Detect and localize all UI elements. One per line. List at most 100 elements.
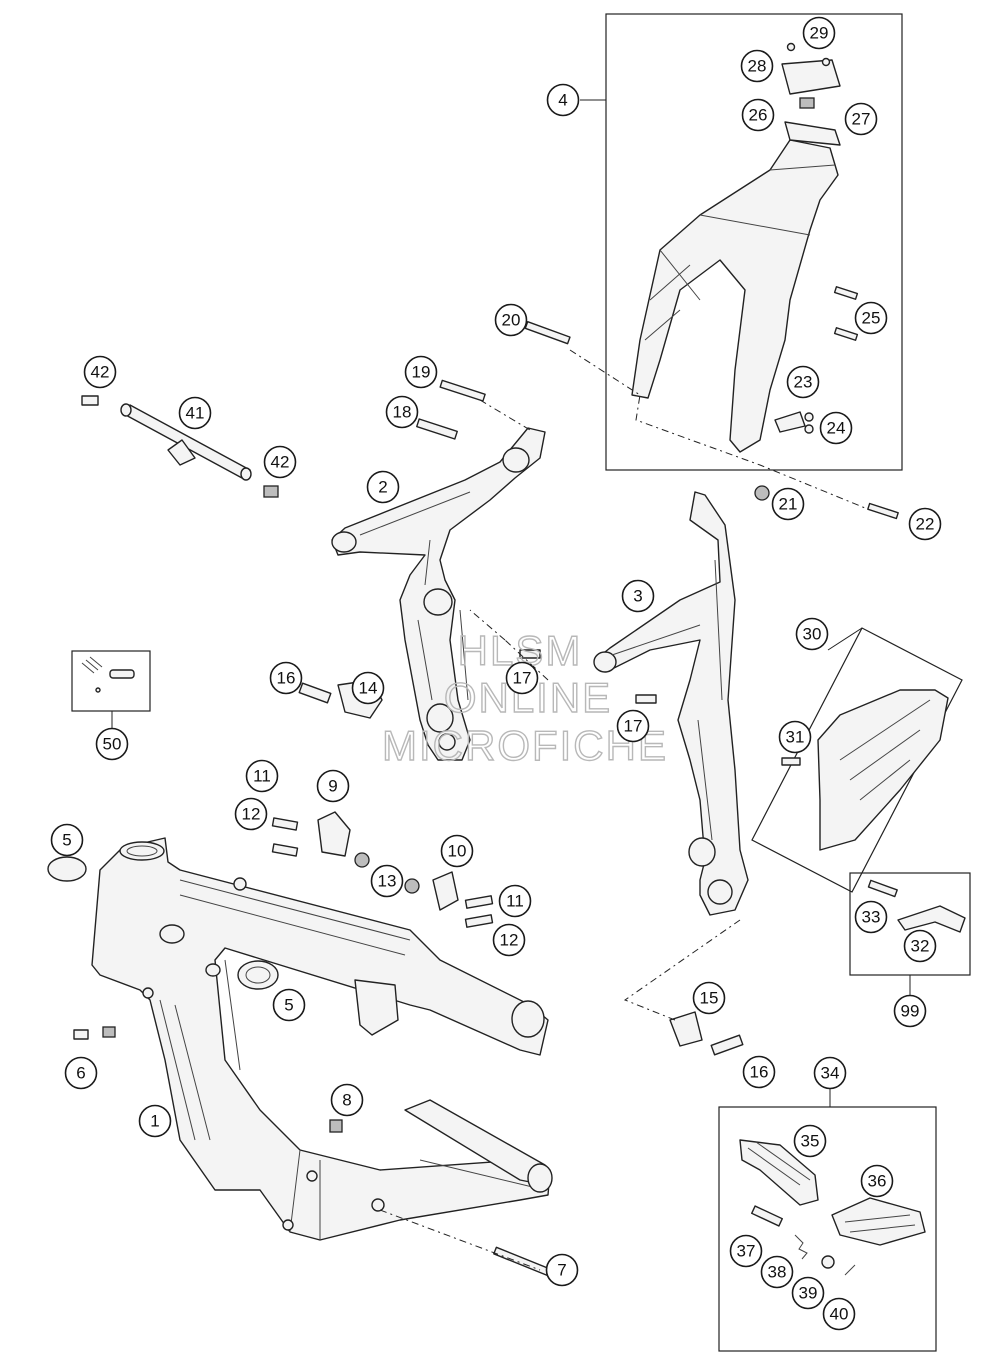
svg-text:42: 42 xyxy=(91,363,110,382)
svg-text:26: 26 xyxy=(749,106,768,125)
svg-text:5: 5 xyxy=(284,996,293,1015)
svg-text:20: 20 xyxy=(502,311,521,330)
callout-8: 8 xyxy=(330,1083,364,1117)
callout-35: 35 xyxy=(793,1124,827,1158)
callout-32: 32 xyxy=(903,929,937,963)
svg-text:38: 38 xyxy=(768,1263,787,1282)
footrests-drawing xyxy=(739,1139,926,1276)
svg-text:2: 2 xyxy=(378,478,387,497)
callout-15: 15 xyxy=(692,981,726,1015)
callout-9: 9 xyxy=(316,769,350,803)
svg-text:11: 11 xyxy=(253,767,271,786)
callout-34: 34 xyxy=(813,1056,847,1090)
frame-guard-drawing xyxy=(817,689,949,851)
callout-37: 37 xyxy=(729,1234,763,1268)
svg-text:29: 29 xyxy=(810,24,829,43)
svg-text:15: 15 xyxy=(700,989,719,1008)
svg-text:35: 35 xyxy=(801,1132,820,1151)
svg-text:14: 14 xyxy=(359,679,378,698)
callout-11b: 11 xyxy=(498,884,532,918)
svg-text:1: 1 xyxy=(150,1112,159,1131)
svg-text:22: 22 xyxy=(916,515,935,534)
callout-28: 28 xyxy=(740,49,774,83)
main-frame-drawing xyxy=(91,837,553,1241)
callout-16b: 16 xyxy=(742,1055,776,1089)
callout-6: 6 xyxy=(64,1056,98,1090)
svg-text:24: 24 xyxy=(827,419,846,438)
callout-11: 11 xyxy=(245,759,279,793)
callout-50: 50 xyxy=(95,727,129,761)
callout-21: 21 xyxy=(771,487,805,521)
svg-text:9: 9 xyxy=(328,777,337,796)
callout-5b: 5 xyxy=(272,988,306,1022)
callout-14: 14 xyxy=(351,671,385,705)
svg-text:6: 6 xyxy=(76,1064,85,1083)
callout-40: 40 xyxy=(822,1297,856,1331)
svg-text:18: 18 xyxy=(393,403,412,422)
crossbar-tube-drawing xyxy=(120,403,252,481)
callout-25: 25 xyxy=(854,301,888,335)
svg-text:10: 10 xyxy=(448,842,467,861)
svg-text:16: 16 xyxy=(277,669,296,688)
callout-26: 26 xyxy=(741,98,775,132)
callout-22: 22 xyxy=(908,507,942,541)
svg-text:28: 28 xyxy=(748,57,767,76)
reference-lines xyxy=(379,349,871,1271)
callout-99: 99 xyxy=(893,994,927,1028)
callout-41: 41 xyxy=(178,396,212,430)
watermark: HLSM ONLINE MICROFICHE xyxy=(381,626,666,769)
svg-text:7: 7 xyxy=(557,1261,566,1280)
callout-2: 2 xyxy=(366,470,400,504)
svg-text:17: 17 xyxy=(513,669,532,688)
svg-text:25: 25 xyxy=(862,309,881,328)
group-box-footrests xyxy=(718,1106,937,1352)
svg-text:17: 17 xyxy=(624,717,643,736)
svg-text:5: 5 xyxy=(62,831,71,850)
callout-18: 18 xyxy=(385,395,419,429)
svg-text:30: 30 xyxy=(803,625,822,644)
svg-text:4: 4 xyxy=(558,91,567,110)
svg-text:33: 33 xyxy=(862,908,881,927)
svg-text:37: 37 xyxy=(737,1242,756,1261)
callout-24: 24 xyxy=(819,411,853,445)
svg-text:12: 12 xyxy=(242,805,261,824)
svg-text:31: 31 xyxy=(786,728,805,747)
callout-4: 4 xyxy=(546,83,580,117)
group-box-frame-guard xyxy=(751,627,963,893)
svg-text:99: 99 xyxy=(901,1002,920,1021)
svg-text:21: 21 xyxy=(779,495,798,514)
callout-29: 29 xyxy=(802,16,836,50)
upper-frame-bracket-drawing xyxy=(331,427,546,761)
hardware-drawing xyxy=(47,286,899,1285)
svg-text:27: 27 xyxy=(852,110,871,129)
svg-text:41: 41 xyxy=(186,404,205,423)
callout-layer: 1 2 3 4 5 5 6 7 8 9 10 11 11 12 12 13 14… xyxy=(50,16,942,1331)
group-box-key xyxy=(71,650,151,712)
callout-38: 38 xyxy=(760,1255,794,1289)
svg-text:13: 13 xyxy=(378,872,397,891)
group-box-rear-subframe xyxy=(605,13,903,471)
callout-1: 1 xyxy=(138,1104,172,1138)
svg-text:50: 50 xyxy=(103,735,122,754)
svg-text:32: 32 xyxy=(911,937,930,956)
svg-text:12: 12 xyxy=(500,931,519,950)
svg-text:42: 42 xyxy=(271,453,290,472)
callout-27: 27 xyxy=(844,102,878,136)
callout-20: 20 xyxy=(494,303,528,337)
callout-17b: 17 xyxy=(616,709,650,743)
svg-text:19: 19 xyxy=(412,363,431,382)
callout-5: 5 xyxy=(50,823,84,857)
svg-text:3: 3 xyxy=(633,587,642,606)
right-side-plate-drawing xyxy=(593,491,749,916)
svg-text:16: 16 xyxy=(750,1063,769,1082)
svg-text:23: 23 xyxy=(794,373,813,392)
callout-39: 39 xyxy=(791,1276,825,1310)
svg-text:11: 11 xyxy=(506,892,524,911)
callout-42b: 42 xyxy=(263,445,297,479)
callout-10: 10 xyxy=(440,834,474,868)
svg-text:40: 40 xyxy=(830,1305,849,1324)
svg-text:34: 34 xyxy=(821,1064,840,1083)
callout-16: 16 xyxy=(269,661,303,695)
callout-12: 12 xyxy=(234,797,268,831)
